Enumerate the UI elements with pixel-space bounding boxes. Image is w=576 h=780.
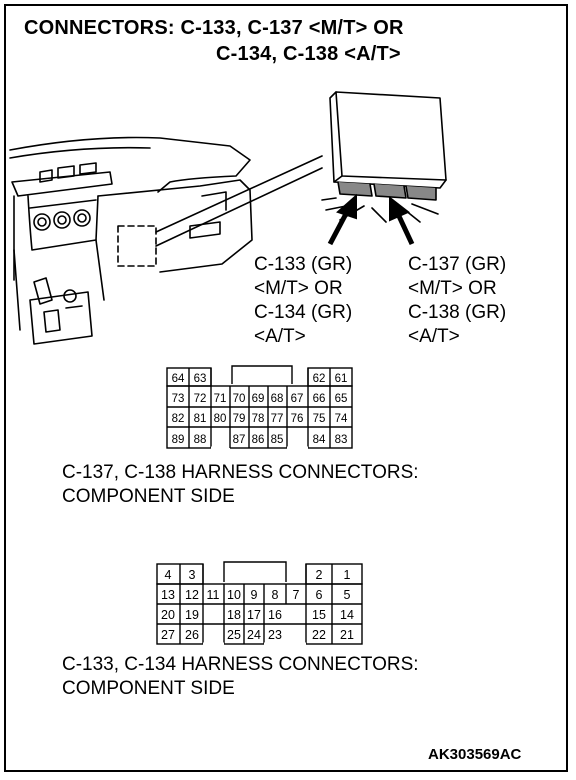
callout-left-line-2: <M/T> OR [254,278,343,299]
pin-27: 27 [161,628,175,642]
connector-bottom-caption-line-1: C-133, C-134 HARNESS CONNECTORS: [62,654,419,675]
pin-82: 82 [172,413,185,425]
pin-15: 15 [312,608,326,622]
pin-1: 1 [344,568,351,582]
pin-70: 70 [233,393,246,405]
pin-86: 86 [252,434,265,446]
arrow-right-head [389,195,410,222]
dashboard-illustration [9,91,447,345]
dash-upper-line [9,136,251,193]
shifter-knob [33,277,53,305]
pin-87: 87 [233,434,246,446]
pin-6: 6 [316,588,323,602]
callout-right-line-2: <M/T> OR [408,278,497,299]
title-line-2: C-134, C-138 <A/T> [216,43,401,65]
pin-14: 14 [340,608,354,622]
connector-bottom-ear-right [305,563,363,585]
callout-right-line-3: C-138 (GR) [408,302,507,323]
pin-12: 12 [185,588,199,602]
pin-80: 80 [214,413,227,425]
pin-24: 24 [247,628,261,642]
pin-65: 65 [335,393,348,405]
pin-62: 62 [313,373,326,385]
pin-61: 61 [335,373,348,385]
ecu-connector-right [405,185,437,201]
connector-bottom-key [223,561,287,582]
knob-left [33,213,51,231]
pin-17: 17 [247,608,261,622]
pin-88: 88 [194,434,207,446]
pin-77: 77 [271,413,284,425]
connector-bottom-caption-line-2: COMPONENT SIDE [62,678,235,699]
connector-top-key [231,365,293,384]
ecu-connector-middle [373,183,407,199]
knob-right [73,209,91,227]
callout-right-line-1: C-137 (GR) [408,254,507,275]
pin-81: 81 [194,413,207,425]
ecu-unit [335,91,447,181]
pin-21: 21 [340,628,354,642]
pin-11: 11 [207,588,220,602]
connector-top-caption-line-2: COMPONENT SIDE [62,486,235,507]
pin-83: 83 [335,434,348,446]
pin-4: 4 [165,568,172,582]
pin-69: 69 [252,393,265,405]
pin-10: 10 [227,588,241,602]
pin-73: 73 [172,393,185,405]
arrow-left-head [336,193,357,220]
title-line-1: CONNECTORS: C-133, C-137 <M/T> OR [24,17,404,39]
pin-64: 64 [172,373,185,385]
pin-84: 84 [313,434,326,446]
pin-9: 9 [251,588,258,602]
connector-top-caption-line-1: C-137, C-138 HARNESS CONNECTORS: [62,462,419,483]
pin-67: 67 [291,393,304,405]
connector-c137-c138: 64 63 62 61 73 72 71 70 69 68 67 66 65 8… [166,365,353,450]
pin-22: 22 [312,628,326,642]
pin-79: 79 [233,413,246,425]
pin-26: 26 [185,628,199,642]
pin-18: 18 [227,608,241,622]
connector-c133-c134: 4 3 2 1 13 12 11 10 9 8 7 6 5 20 19 18 1… [156,561,363,646]
pin-8: 8 [272,588,279,602]
pin-72: 72 [194,393,207,405]
pin-19: 19 [185,608,199,622]
connector-top-body [166,385,353,449]
pin-2: 2 [316,568,323,582]
pin-25: 25 [227,628,241,642]
callout-right-line-4: <A/T> [408,326,460,347]
ecu-location-marker [117,225,157,267]
shifter-console [29,291,93,345]
pin-20: 20 [161,608,175,622]
callout-left-line-1: C-133 (GR) [254,254,353,275]
pin-68: 68 [271,393,284,405]
pin-85: 85 [271,434,284,446]
callout-arrows [327,193,415,246]
pin-78: 78 [252,413,265,425]
pin-7: 7 [293,588,300,602]
callout-left-line-4: <A/T> [254,326,306,347]
diagram-border [4,4,568,772]
glovebox-outline [97,179,253,273]
pin-71: 71 [214,393,227,405]
connector-bottom-body [156,583,363,645]
callout-left-line-3: C-134 (GR) [254,302,353,323]
pin-16: 16 [268,608,282,622]
vent-panel [11,171,113,197]
pin-23: 23 [268,628,282,642]
pin-5: 5 [344,588,351,602]
pin-74: 74 [335,413,348,425]
pin-63: 63 [194,373,207,385]
pin-13: 13 [161,588,175,602]
ecu-connector-left [337,181,373,197]
figure-code: AK303569AC [428,746,522,763]
pin-76: 76 [291,413,304,425]
pin-89: 89 [172,434,185,446]
knob-center [53,211,71,229]
pin-3: 3 [189,568,196,582]
pin-75: 75 [313,413,326,425]
pin-66: 66 [313,393,326,405]
